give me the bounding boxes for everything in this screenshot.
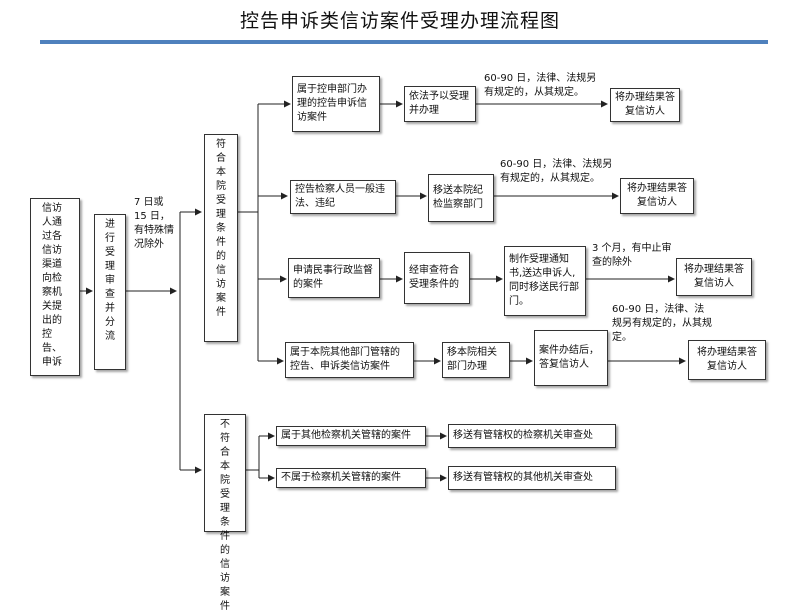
r1-action-box: 移送有管辖权的检察机关审查处: [448, 424, 616, 448]
r2-action-box: 移送有管辖权的其他机关审查处: [448, 466, 616, 490]
b3-action2-box: 制作受理通知书,送达申诉人,同时移送民行部门。: [504, 246, 586, 316]
r1-case-box: 属于其他检察机关管辖的案件: [276, 426, 426, 446]
b4-action2-box: 案件办结后，答复信访人: [534, 330, 608, 386]
b2-action-box: 移送本院纪检监察部门: [428, 174, 494, 222]
start-box: 信访人通过各信访渠道向检察机关提出的控告、申诉: [30, 198, 80, 376]
b1-case-box: 属于控申部门办理的控告申诉信访案件: [292, 76, 380, 132]
b3-case-box: 申请民事行政监督的案件: [288, 258, 380, 298]
accept-box: 符合本院受理条件的信访案件: [204, 134, 238, 342]
title-rule: [40, 40, 768, 44]
b3-time-note: 3 个月，有中止审查的除外: [592, 243, 672, 268]
b3-result-box: 将办理结果答复信访人: [676, 258, 752, 296]
r2-case-box: 不属于检察机关管辖的案件: [276, 468, 426, 488]
b1-time-note: 60-90 日，法律、法规另有规定的，从其规定。: [484, 73, 597, 98]
b4-case-box: 属于本院其他部门管辖的控告、申诉类信访案件: [285, 342, 414, 378]
review-time-note: 7 日或 15 日，有特殊情况除外: [134, 197, 174, 250]
b1-result-box: 将办理结果答复信访人: [610, 88, 680, 122]
page-title: 控告申诉类信访案件受理办理流程图: [239, 10, 560, 32]
b1-action-box: 依法予以受理并办理: [404, 86, 476, 122]
b3-action-box: 经审查符合受理条件的: [404, 252, 470, 304]
b4-action-box: 移本院相关部门办理: [442, 342, 510, 378]
b4-result-box: 将办理结果答复信访人: [688, 340, 766, 380]
reject-box: 不符合本院受理条件的信访案件: [204, 414, 246, 612]
b2-time-note: 60-90 日，法律、法规另有规定的，从其规定。: [500, 159, 613, 184]
b2-case-box: 控告检察人员一般违法、违纪: [290, 180, 396, 214]
b2-result-box: 将办理结果答复信访人: [620, 178, 694, 214]
flow-connectors: [80, 100, 686, 482]
b4-time-note: 60-90 日，法律、法规另有规定的，从其规定。: [612, 304, 712, 343]
review-box: 进行受理审查并分流: [94, 214, 126, 370]
